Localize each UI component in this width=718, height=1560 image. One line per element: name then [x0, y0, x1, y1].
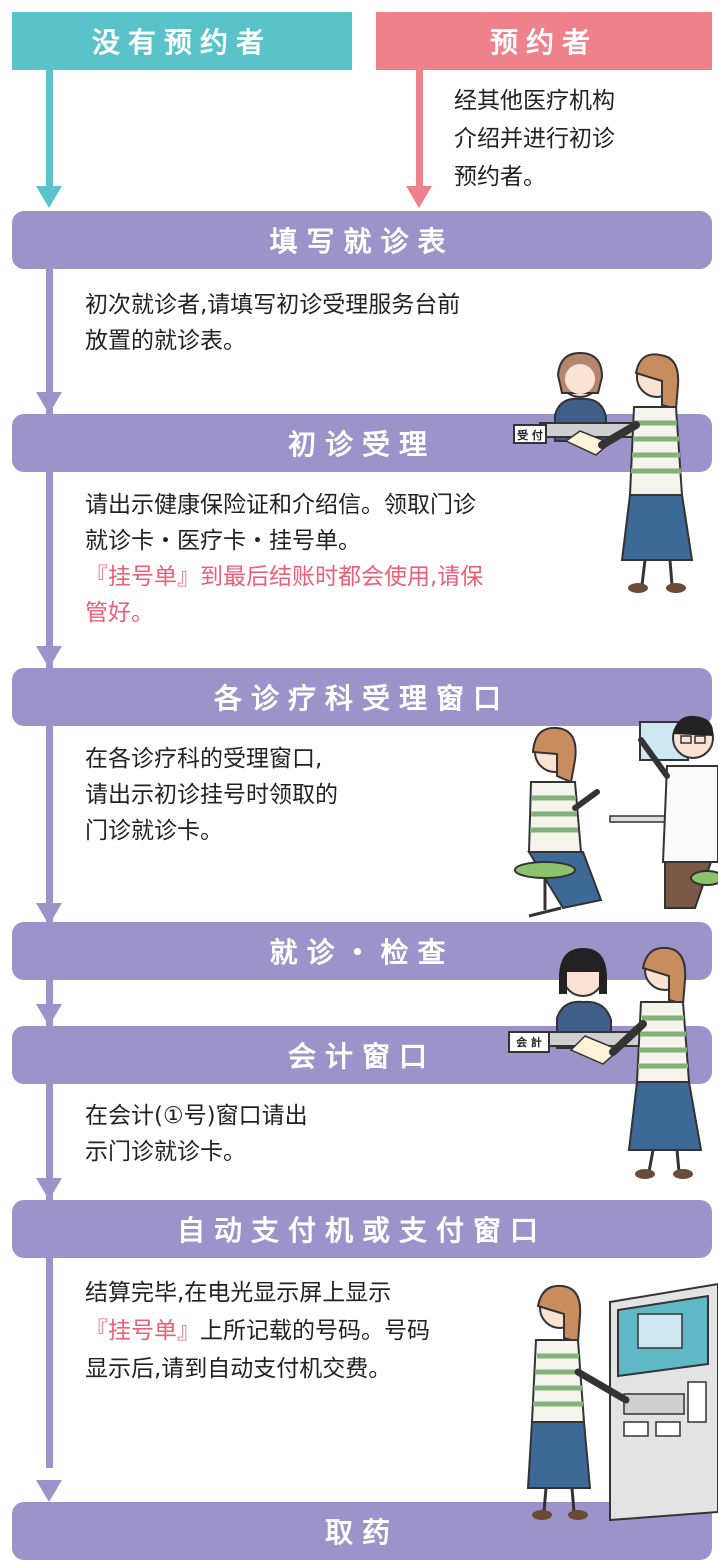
- accounting-illustration: 会 計: [508, 946, 703, 1179]
- step-title: 各诊疗科受理窗口: [213, 682, 510, 715]
- step-title: 取药: [324, 1516, 399, 1549]
- reservation-label: 预约者: [489, 26, 598, 59]
- flow-arrow: [36, 646, 62, 668]
- step-title: 自动支付机或支付窗口: [176, 1214, 547, 1247]
- flow-arrow: [36, 1178, 62, 1200]
- step-payment: 自动支付机或支付窗口: [12, 1200, 712, 1258]
- reservation-arrow: [406, 186, 432, 208]
- step-fill-form: 填写就诊表: [12, 211, 712, 269]
- main-flow-line: [46, 268, 53, 1468]
- step-title: 初诊受理: [287, 428, 436, 461]
- step-fill-form-text: 初次就诊者,请填写初诊受理服务台前 放置的就诊表。: [85, 292, 461, 354]
- reservation-connector: [416, 70, 423, 190]
- step-payment-text: 结算完毕,在电光显示屏上显示 『挂号单』上所记载的号码。号码 显示后,请到自动支…: [85, 1280, 430, 1382]
- reservation-header: 预约者: [376, 12, 712, 70]
- reception-illustration: 受 付: [513, 351, 694, 593]
- no-reservation-header: 没有预约者: [12, 12, 352, 70]
- consultation-illustration: [514, 715, 718, 918]
- flow-arrow: [36, 903, 62, 925]
- reception-sign: 受 付: [517, 428, 543, 442]
- flow-arrow: [36, 392, 62, 414]
- accounting-sign: 会 計: [516, 1035, 542, 1049]
- step-title: 就诊・检查: [269, 936, 455, 969]
- flow-arrow: [36, 1004, 62, 1026]
- flow-arrow: [36, 1480, 62, 1502]
- step-title: 会计窗口: [287, 1040, 436, 1073]
- reservation-note: 经其他医疗机构 介绍并进行初诊 预约者。: [454, 88, 615, 190]
- payment-machine-illustration: [526, 1282, 718, 1522]
- step-title: 填写就诊表: [269, 225, 455, 258]
- step-accounting-window: 会计窗口: [12, 1026, 712, 1084]
- no-reservation-label: 没有预约者: [91, 26, 272, 59]
- no-reservation-arrow: [36, 186, 62, 208]
- no-reservation-connector: [46, 70, 53, 190]
- step-first-reception-text: 请出示健康保险证和介绍信。领取门诊 就诊卡・医疗卡・挂号单。 『挂号单』到最后结…: [85, 492, 484, 626]
- step-accounting-window-text: 在会计(①号)窗口请出 示门诊就诊卡。: [85, 1103, 308, 1165]
- step-department-window-text: 在各诊疗科的受理窗口, 请出示初诊挂号时领取的 门诊就诊卡。: [85, 746, 338, 844]
- step-department-window: 各诊疗科受理窗口: [12, 668, 712, 726]
